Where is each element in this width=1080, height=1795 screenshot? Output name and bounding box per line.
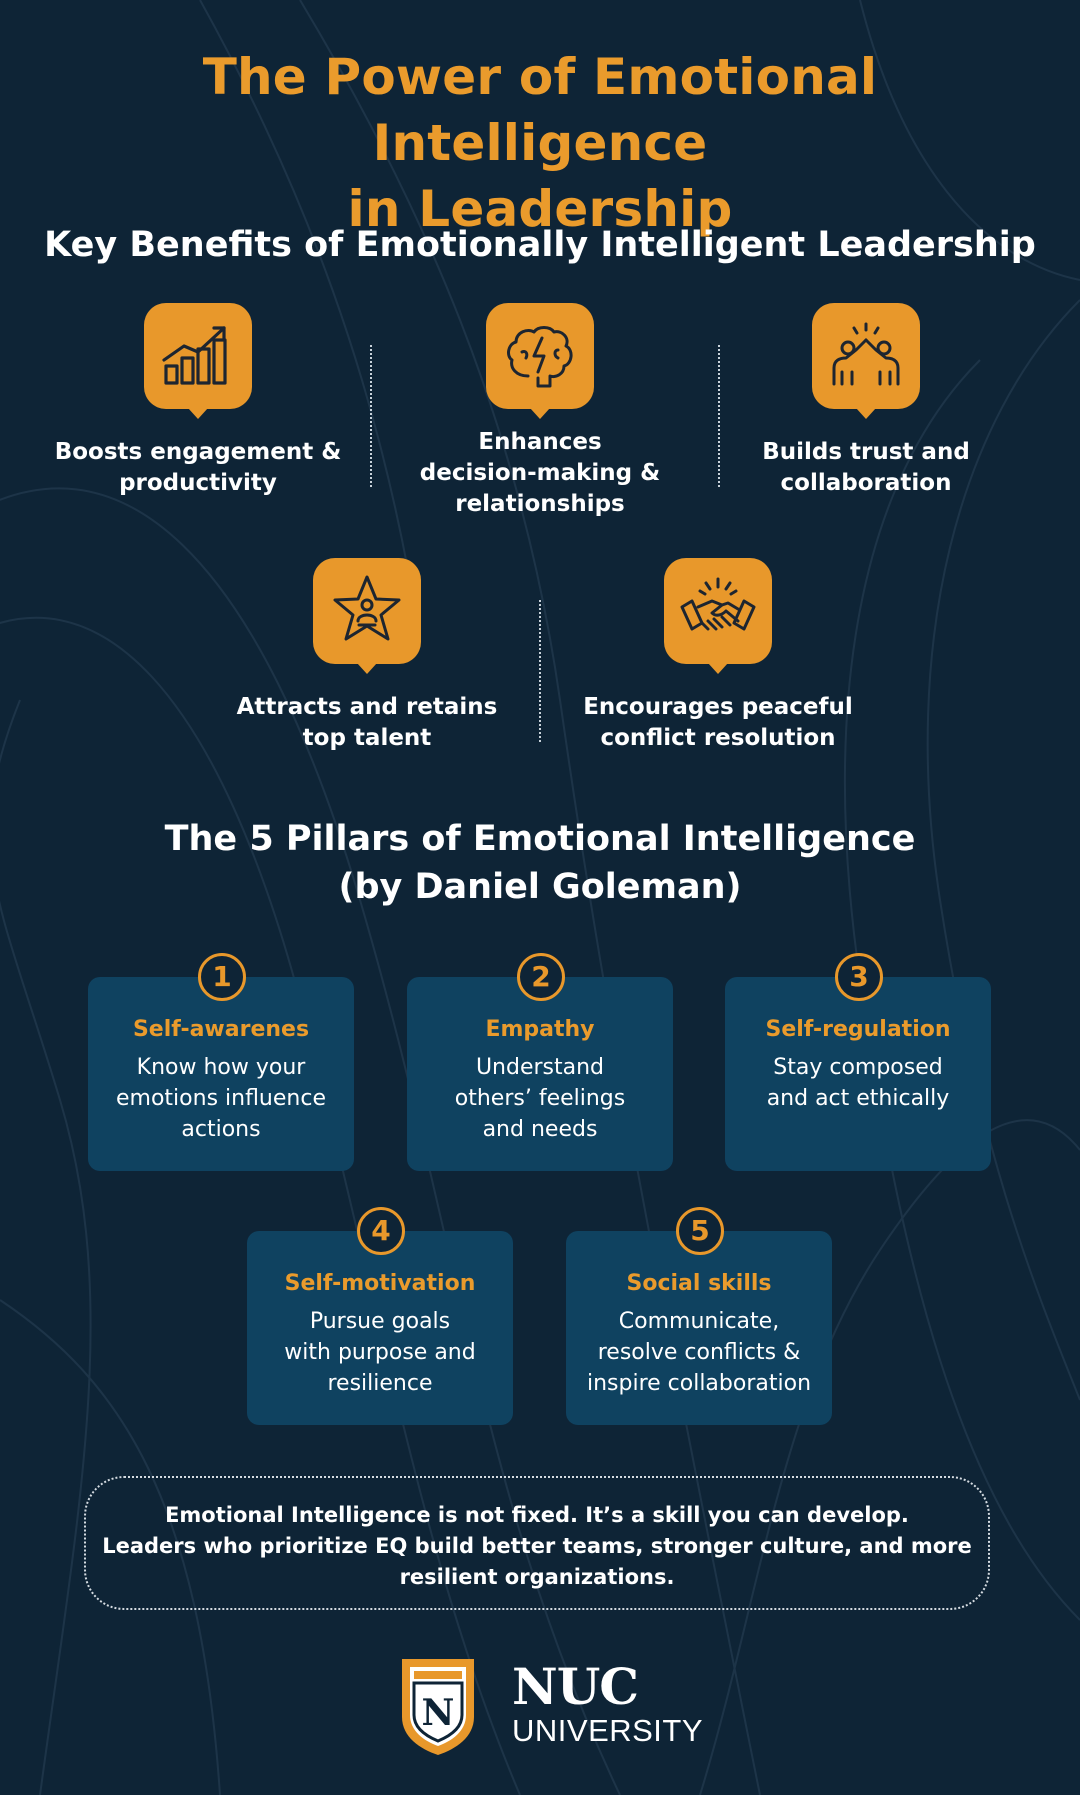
pillar-number-badge: 4: [357, 1207, 405, 1255]
page-title-line-2: in Leadership: [347, 180, 733, 238]
logo-name: NUC: [512, 1657, 639, 1716]
benefit-talent: Attracts and retains top talent: [207, 558, 527, 754]
pillar-card-self-regulation: 3 Self-regulation Stay composed and act …: [725, 953, 991, 1171]
pillar-number-badge: 3: [835, 953, 883, 1001]
pillar-description: Pursue goals with purpose and resilience: [284, 1309, 476, 1396]
nuc-wordmark: NUC UNIVERSITY: [512, 1660, 703, 1748]
pillar-description: Understand others’ feelings and needs: [454, 1055, 626, 1142]
team-high-five-icon: [812, 303, 920, 419]
divider: [539, 600, 541, 742]
pillar-description: Communicate, resolve conflicts & inspire…: [586, 1309, 812, 1396]
callout-line-3: resilient organizations.: [399, 1565, 675, 1589]
benefit-trust: Builds trust and collaboration: [706, 303, 1026, 499]
shield-letter: N: [422, 1692, 455, 1734]
benefit-label: Attracts and retains top talent: [236, 694, 498, 751]
pillar-description: Know how your emotions influence actions: [116, 1055, 326, 1142]
pillar-number-badge: 2: [517, 953, 565, 1001]
divider: [718, 345, 720, 487]
pillar-card-self-awareness: 1 Self-awarenes Know how your emotions i…: [88, 953, 354, 1171]
pillar-title: Empathy: [485, 1017, 595, 1042]
logo-subtitle: UNIVERSITY: [512, 1713, 704, 1748]
pillars-heading-line-1: The 5 Pillars of Emotional Intelligence: [164, 819, 916, 859]
benefit-label: Enhances decision-making & relationships: [419, 429, 661, 517]
pillar-card-social-skills: 5 Social skills Communicate, resolve con…: [566, 1207, 832, 1425]
page-title-line-1: The Power of Emotional Intelligence: [202, 48, 878, 172]
pillar-card-self-motivation: 4 Self-motivation Pursue goals with purp…: [247, 1207, 513, 1425]
benefit-label: Boosts engagement & productivity: [54, 439, 342, 496]
handshake-icon: [664, 558, 772, 674]
page-title: The Power of Emotional Intelligence in L…: [40, 44, 1040, 242]
benefit-engagement: Boosts engagement & productivity: [38, 303, 358, 499]
benefit-conflict-resolution: Encourages peaceful conflict resolution: [558, 558, 878, 754]
bar-chart-growth-icon: [144, 303, 252, 419]
pillars-heading: The 5 Pillars of Emotional Intelligence …: [40, 815, 1040, 911]
pillar-number-badge: 5: [676, 1207, 724, 1255]
divider: [370, 345, 372, 487]
pillars-heading-line-2: (by Daniel Goleman): [338, 867, 742, 907]
summary-callout: Emotional Intelligence is not fixed. It’…: [84, 1476, 990, 1610]
benefit-label: Encourages peaceful conflict resolution: [583, 694, 853, 751]
star-person-icon: [313, 558, 421, 674]
pillar-title: Social skills: [626, 1271, 772, 1296]
benefits-heading: Key Benefits of Emotionally Intelligent …: [44, 225, 1036, 265]
pillar-title: Self-awarenes: [132, 1017, 310, 1042]
pillar-number-badge: 1: [198, 953, 246, 1001]
benefit-label: Builds trust and collaboration: [762, 439, 970, 496]
pillar-title: Self-motivation: [284, 1271, 476, 1296]
pillar-title: Self-regulation: [765, 1017, 951, 1042]
callout-line-2: Leaders who prioritize EQ build better t…: [102, 1534, 972, 1558]
pillar-description: Stay composed and act ethically: [766, 1055, 950, 1111]
nuc-shield-logo: N: [402, 1659, 474, 1755]
pillar-card-empathy: 2 Empathy Understand others’ feelings an…: [407, 953, 673, 1171]
callout-line-1: Emotional Intelligence is not fixed. It’…: [165, 1503, 909, 1527]
brain-lightning-icon: [486, 303, 594, 419]
benefit-decision-making: Enhances decision-making & relationships: [380, 303, 700, 520]
